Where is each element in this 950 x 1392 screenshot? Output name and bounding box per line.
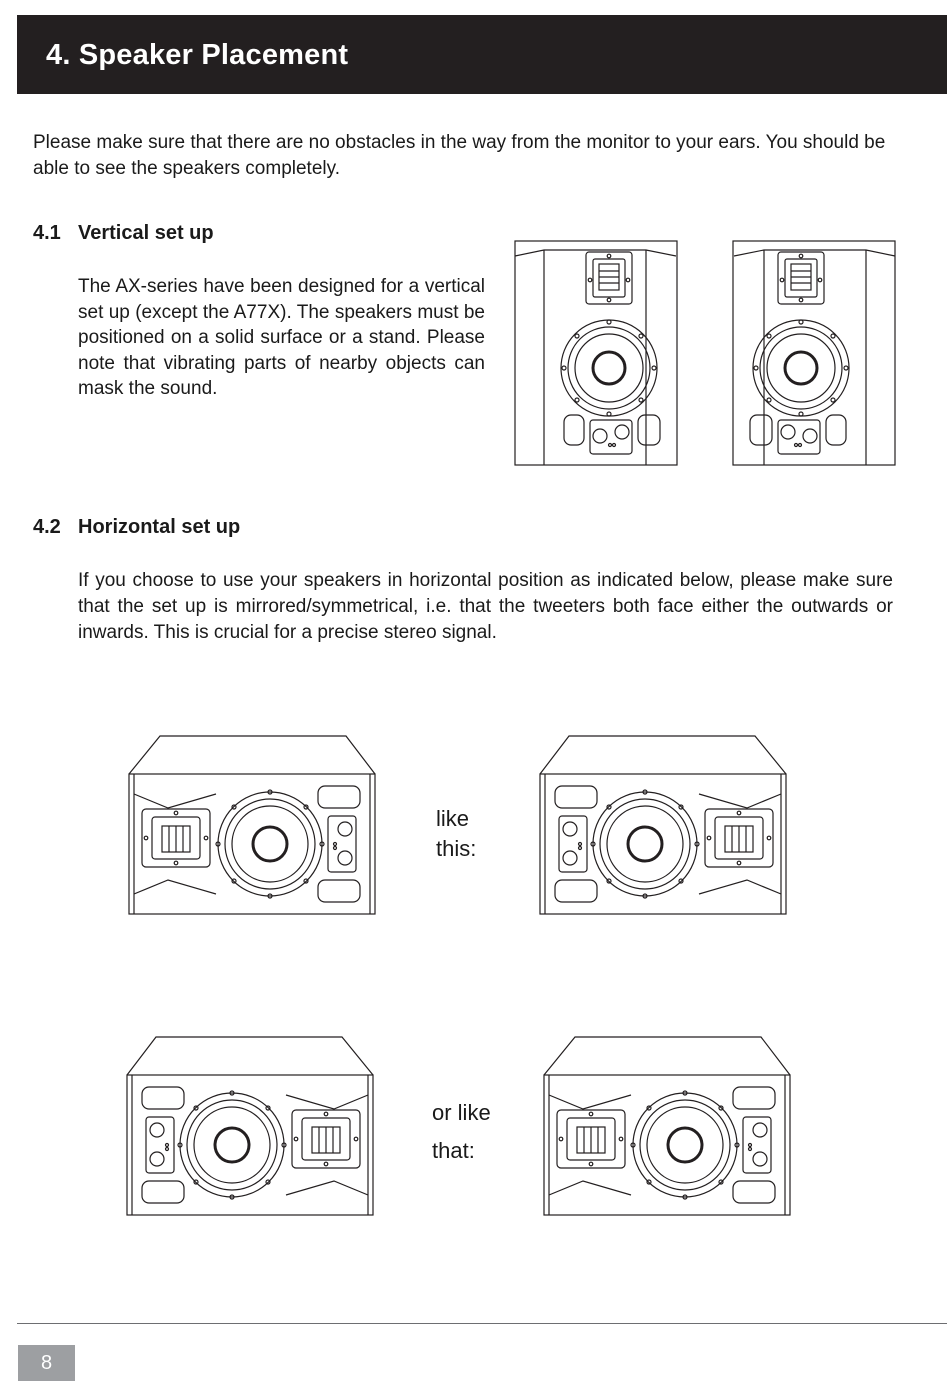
caption-line: that: (432, 1138, 475, 1163)
heading-number: 4.1 (33, 222, 61, 244)
heading-vertical-setup: 4.1 Vertical set up (33, 222, 214, 245)
heading-text: Horizontal set up (78, 516, 241, 538)
heading-horizontal-setup: 4.2 Horizontal set up (33, 516, 240, 539)
page-title: 4. Speaker Placement (46, 39, 349, 71)
page-number-badge: 8 (18, 1345, 75, 1381)
caption-line: or like (432, 1100, 491, 1125)
horizontal-setup-paragraph: If you choose to use your speakers in ho… (78, 570, 893, 643)
page-number: 8 (40, 1351, 53, 1374)
intro-paragraph: Please make sure that there are no obsta… (33, 132, 886, 179)
vertical-speaker-right-illustration (732, 240, 896, 466)
horizontal-speaker-2-illustration (538, 734, 787, 916)
horizontal-speaker-3-illustration (125, 1035, 374, 1217)
caption-or-like-that: or like that: (432, 1094, 491, 1170)
section-header: 4. Speaker Placement (17, 15, 947, 94)
heading-number: 4.2 (33, 516, 61, 538)
vertical-speaker-left-illustration (514, 240, 678, 466)
caption-line: this: (436, 836, 477, 861)
horizontal-speaker-1-illustration (128, 734, 377, 916)
caption-line: like (436, 806, 470, 831)
heading-text: Vertical set up (78, 222, 214, 244)
caption-like-this: like this: (436, 804, 476, 864)
footer-divider (17, 1323, 947, 1324)
vertical-setup-paragraph: The AX-series have been designed for a v… (78, 276, 485, 399)
horizontal-speaker-4-illustration (543, 1035, 792, 1217)
